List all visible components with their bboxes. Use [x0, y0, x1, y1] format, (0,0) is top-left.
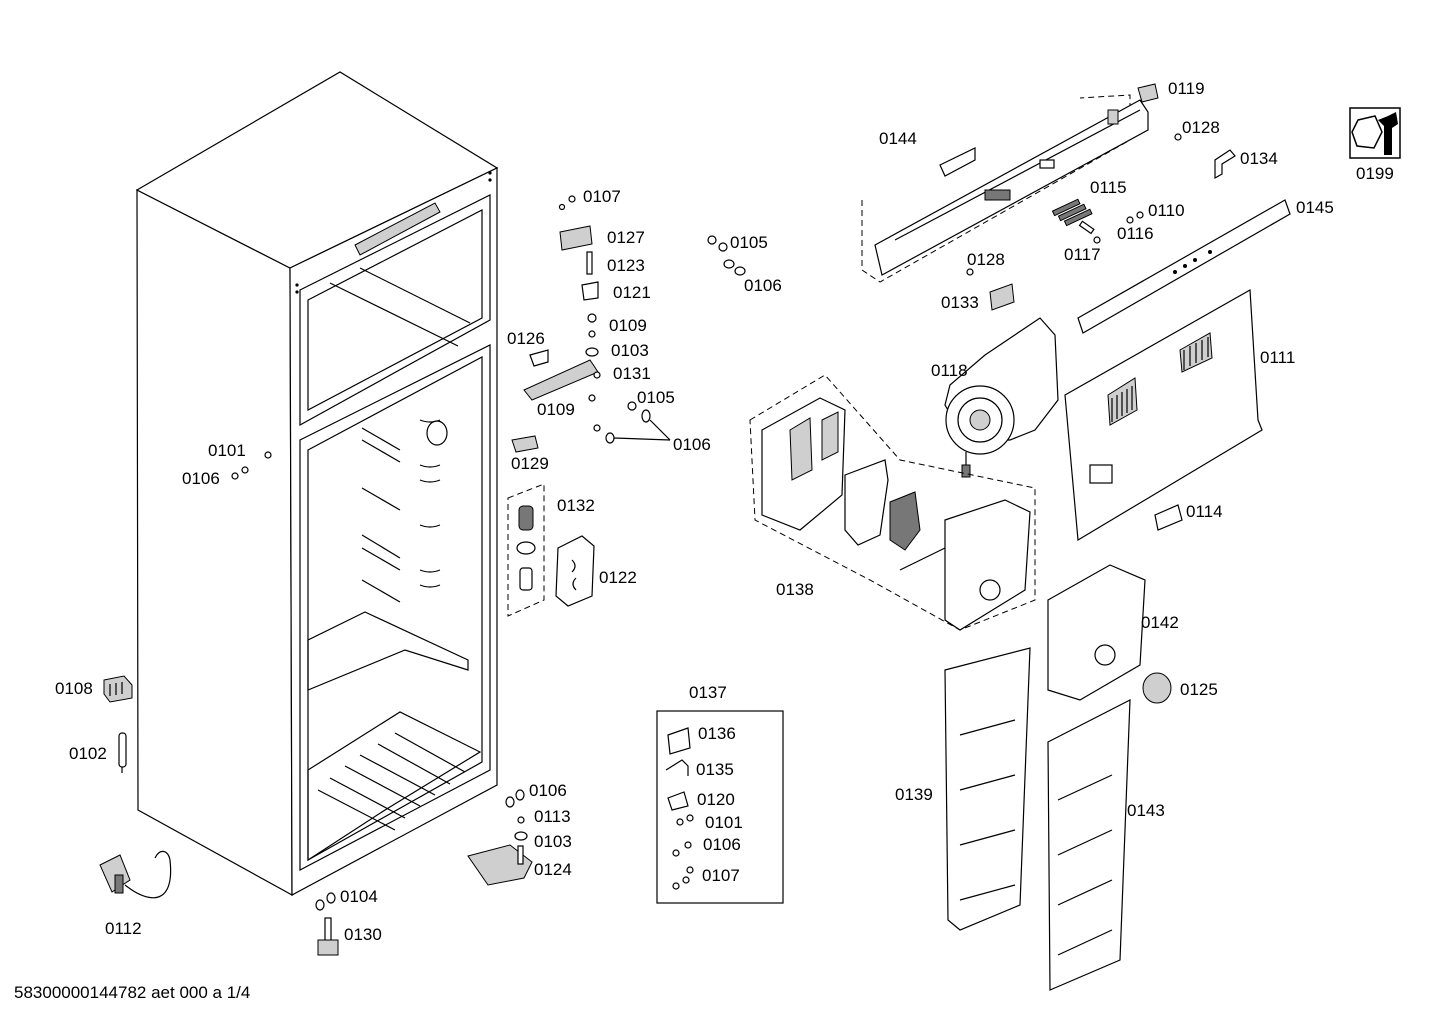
label-0106-e: 0106	[703, 835, 741, 854]
label-0145: 0145	[1296, 198, 1334, 217]
label-0103-b: 0103	[534, 832, 572, 851]
label-0106-c: 0106	[744, 276, 782, 295]
label-0101-a: 0101	[208, 441, 246, 460]
label-0106-b: 0106	[673, 435, 711, 454]
refrigerator-cabinet	[135, 71, 499, 897]
label-0120: 0120	[697, 790, 735, 809]
label-0143: 0143	[1127, 801, 1165, 820]
label-0142: 0142	[1141, 613, 1179, 632]
label-0137: 0137	[689, 683, 727, 702]
label-0128-a: 0128	[1182, 118, 1220, 137]
label-0117: 0117	[1064, 245, 1101, 264]
label-0138: 0138	[776, 580, 814, 599]
label-0116: 0116	[1117, 224, 1154, 243]
display-strip	[1077, 199, 1291, 334]
label-0118: 0118	[931, 361, 968, 380]
label-0122: 0122	[599, 568, 637, 587]
air-duct-part	[1047, 564, 1172, 704]
duct-covers	[944, 647, 1131, 991]
label-0130: 0130	[344, 925, 382, 944]
label-0126: 0126	[507, 329, 545, 348]
damper-group	[749, 374, 1036, 631]
label-0131: 0131	[613, 364, 651, 383]
label-0132: 0132	[557, 496, 595, 515]
label-0109-b: 0109	[537, 400, 575, 419]
wrench-nut-icon	[1349, 107, 1401, 159]
label-0136: 0136	[698, 724, 736, 743]
label-0103-a: 0103	[611, 341, 649, 360]
label-0106-d: 0106	[529, 781, 567, 800]
label-0110: 0110	[1148, 201, 1185, 220]
label-0134: 0134	[1240, 149, 1278, 168]
left-side-parts	[99, 451, 339, 956]
label-0123: 0123	[607, 256, 645, 275]
label-0105-a: 0105	[637, 388, 675, 407]
label-0139: 0139	[895, 785, 933, 804]
label-0108: 0108	[55, 679, 93, 698]
label-0127: 0127	[607, 228, 645, 247]
label-0107-b: 0107	[702, 866, 740, 885]
label-0102: 0102	[69, 744, 107, 763]
label-0104: 0104	[340, 887, 378, 906]
label-0135: 0135	[696, 760, 734, 779]
label-0114: 0114	[1186, 502, 1223, 521]
label-0105-b: 0105	[730, 233, 768, 252]
label-0144: 0144	[879, 129, 917, 148]
label-0124: 0124	[534, 860, 572, 879]
power-cord-part	[99, 850, 172, 899]
lamp-assembly	[507, 483, 595, 617]
label-0129: 0129	[511, 454, 549, 473]
control-panel	[861, 83, 1236, 311]
label-0119: 0119	[1168, 79, 1205, 98]
label-0121: 0121	[613, 283, 651, 302]
label-0128-b: 0128	[967, 250, 1005, 269]
label-0112: 0112	[105, 919, 142, 938]
kit-box	[656, 710, 784, 904]
label-0199: 0199	[1356, 164, 1394, 183]
label-0125: 0125	[1180, 680, 1218, 699]
label-0107-a: 0107	[583, 187, 621, 206]
label-0115: 0115	[1090, 178, 1127, 197]
label-0106-a: 0106	[182, 469, 220, 488]
label-0101-b: 0101	[705, 813, 743, 832]
label-0113: 0113	[534, 807, 571, 826]
label-0109-a: 0109	[609, 316, 647, 335]
label-0133: 0133	[941, 293, 979, 312]
hinge-assembly	[511, 195, 746, 453]
fan-assembly	[944, 317, 1059, 478]
footer-drawing-number: 58300000144782 aet 000 a 1/4	[14, 983, 250, 1002]
label-0111: 0111	[1260, 348, 1295, 367]
evaporator-cover	[1064, 289, 1263, 542]
lower-hinge	[467, 789, 533, 886]
